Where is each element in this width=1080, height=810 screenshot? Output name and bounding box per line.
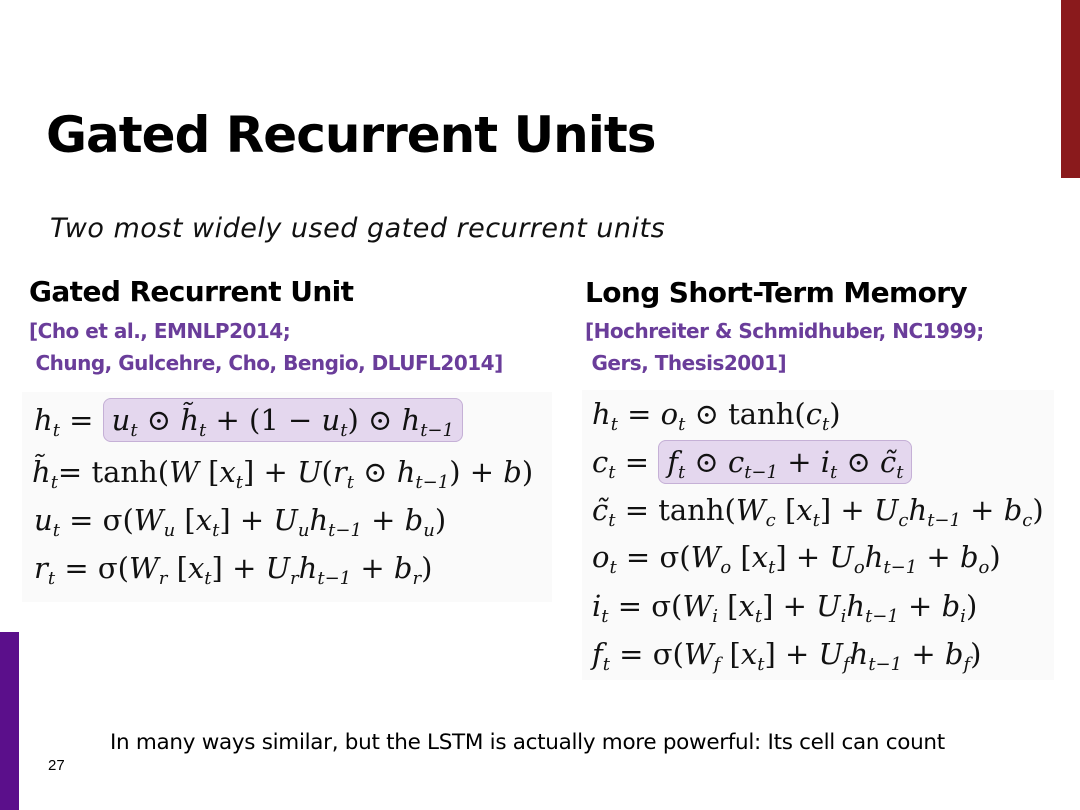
lstm-eq-forget-gate: ft = σ(Wf [xt] + Ufht−1 + bf) [592, 637, 982, 675]
slide-subtitle: Two most widely used gated recurrent uni… [50, 213, 666, 244]
gru-eq-reset-gate: rt = σ(Wr [xt] + Urht−1 + br) [34, 551, 433, 589]
lstm-eq-candidate-cell: c̃t = tanh(Wc [xt] + Ucht−1 + bc) [592, 493, 1044, 531]
lstm-citation-line1: [Hochreiter & Schmidhuber, NC1999; [585, 319, 984, 343]
lstm-eq-cell-state: ct = ft ⊙ ct−1 + it ⊙ c̃t [592, 440, 913, 484]
lstm-citation-line2: Gers, Thesis2001] [585, 351, 787, 375]
slide-footnote: In many ways similar, but the LSTM is ac… [110, 730, 945, 755]
accent-bar-left [0, 632, 19, 810]
page-number: 27 [48, 757, 65, 774]
lstm-eq-input-gate: it = σ(Wi [xt] + Uiht−1 + bi) [592, 589, 978, 627]
gru-citation-line1: [Cho et al., EMNLP2014; [29, 319, 291, 343]
slide-title: Gated Recurrent Units [46, 106, 657, 164]
lstm-eq-hidden-state: ht = ot ⊙ tanh(ct) [592, 397, 841, 435]
lstm-equations-panel: ht = ot ⊙ tanh(ct) ct = ft ⊙ ct−1 + it ⊙… [582, 390, 1054, 680]
gru-eq-update-gate: ut = σ(Wu [xt] + Uuht−1 + bu) [34, 503, 447, 541]
accent-bar-right [1061, 0, 1080, 178]
gru-heading: Gated Recurrent Unit [29, 275, 354, 308]
gru-eq-hidden-state: ht = ut ⊙ h̃t + (1 − ut) ⊙ ht−1 [34, 398, 463, 442]
gru-eq-candidate: h̃t= tanh(W [xt] + U(rt ⊙ ht−1) + b) [32, 455, 534, 493]
gru-citation-line2: Chung, Gulcehre, Cho, Bengio, DLUFL2014] [29, 351, 503, 375]
lstm-eq-output-gate: ot = σ(Wo [xt] + Uoht−1 + bo) [592, 540, 1001, 578]
gru-equations-panel: ht = ut ⊙ h̃t + (1 − ut) ⊙ ht−1 h̃t= tan… [22, 392, 552, 602]
lstm-heading: Long Short-Term Memory [585, 276, 968, 309]
